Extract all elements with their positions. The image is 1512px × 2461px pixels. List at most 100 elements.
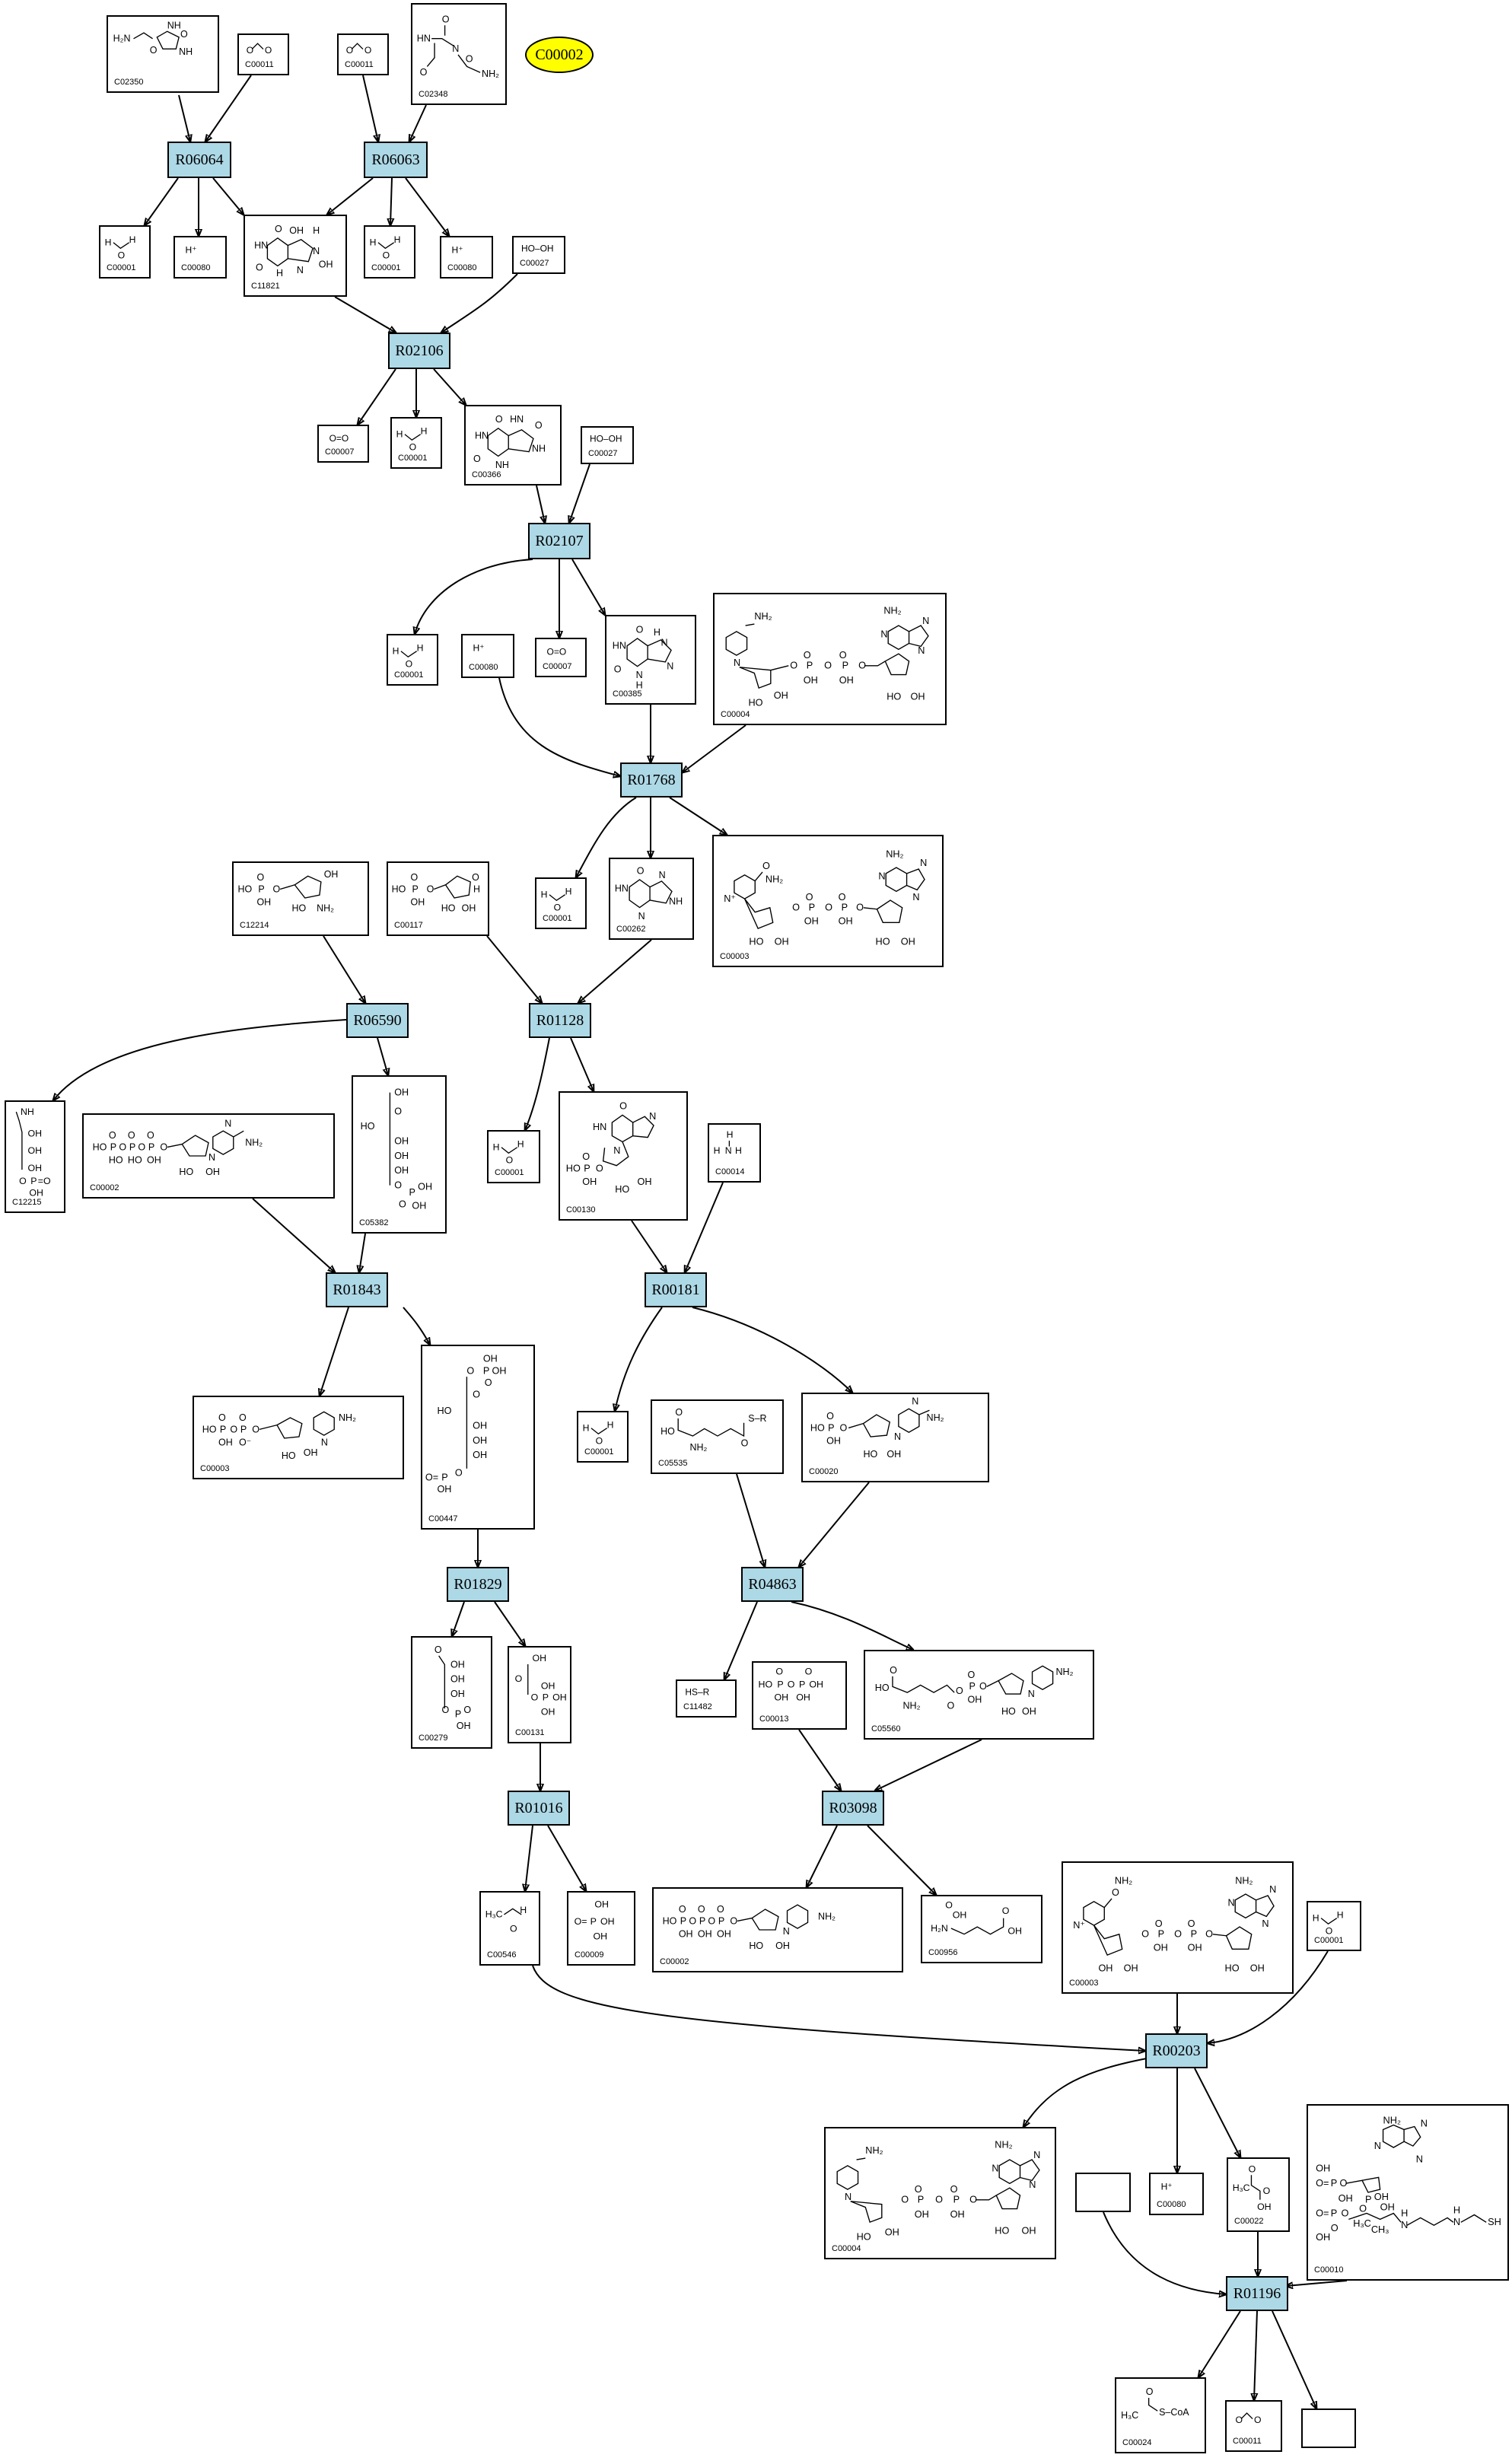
reaction-r02107[interactable]: R02107: [528, 523, 590, 559]
compound-empty[interactable]: [1075, 2173, 1131, 2212]
reaction-r06064[interactable]: R06064: [167, 142, 231, 178]
reaction-r00181[interactable]: R00181: [645, 1272, 707, 1307]
compound-id: C00007: [325, 447, 355, 457]
reaction-r01128[interactable]: R01128: [529, 1003, 591, 1038]
compound-c00080[interactable]: H⁺ C00080: [461, 634, 514, 678]
svg-text:N: N: [321, 1437, 328, 1448]
svg-text:O: O: [1263, 2186, 1271, 2196]
svg-text:OH: OH: [394, 1087, 409, 1098]
svg-text:O: O: [856, 903, 864, 913]
compound-c11482[interactable]: HS–R C11482: [676, 1679, 737, 1718]
reaction-r01196[interactable]: R01196: [1226, 2276, 1288, 2311]
compound-c00080[interactable]: H⁺ C00080: [1149, 2173, 1204, 2215]
svg-text:O: O: [506, 1154, 514, 1165]
svg-text:NH₂: NH₂: [482, 68, 499, 79]
reaction-r01016[interactable]: R01016: [508, 1791, 570, 1826]
compound-c00080[interactable]: H⁺ C00080: [440, 236, 493, 279]
compound-c00027[interactable]: HO–OH C00027: [512, 236, 565, 274]
reaction-r02106[interactable]: R02106: [388, 333, 450, 369]
compound-c00007[interactable]: O=O C00007: [317, 425, 369, 463]
compound-c00007[interactable]: O=O C00007: [535, 638, 587, 677]
compound-id: C00011: [1233, 2437, 1262, 2446]
svg-text:O: O: [675, 1407, 683, 1418]
highlight-compound-c00002[interactable]: C00002: [525, 37, 594, 73]
reaction-r01768[interactable]: R01768: [620, 762, 683, 798]
reaction-r01843[interactable]: R01843: [326, 1272, 388, 1307]
svg-text:O: O: [383, 250, 390, 260]
reaction-r03098[interactable]: R03098: [822, 1791, 884, 1826]
svg-text:OH: OH: [218, 1437, 233, 1448]
svg-text:O: O: [427, 883, 435, 894]
reaction-r00203[interactable]: R00203: [1145, 2033, 1208, 2068]
reaction-r04863[interactable]: R04863: [741, 1567, 804, 1602]
svg-text:P: P: [699, 1915, 705, 1926]
molecule-structure: HO–OH: [590, 433, 622, 444]
svg-text:O=O: O=O: [547, 646, 567, 657]
compound-c00027[interactable]: HO–OH C00027: [581, 426, 634, 464]
reaction-r06590[interactable]: R06590: [346, 1003, 409, 1038]
reaction-r06063[interactable]: R06063: [364, 142, 428, 178]
reaction-edge: [1208, 1950, 1329, 2043]
svg-text:O: O: [252, 1424, 259, 1434]
reaction-edge: [1198, 2310, 1241, 2377]
compound-c00080[interactable]: H⁺ C00080: [173, 236, 227, 279]
svg-text:OH: OH: [1007, 1926, 1022, 1937]
svg-text:N: N: [659, 870, 666, 880]
compound-empty[interactable]: [1301, 2408, 1356, 2448]
svg-text:O: O: [230, 1424, 237, 1434]
svg-text:P: P: [543, 1692, 549, 1703]
svg-text:H: H: [517, 1139, 524, 1150]
molecule-structure: HOH: [493, 1139, 524, 1166]
reaction-edge: [377, 1037, 388, 1075]
svg-text:N: N: [297, 265, 304, 275]
svg-text:OH: OH: [1021, 2226, 1036, 2237]
svg-text:OH: OH: [717, 1929, 731, 1940]
svg-text:OH: OH: [457, 1721, 471, 1731]
reaction-r01829[interactable]: R01829: [447, 1567, 509, 1602]
